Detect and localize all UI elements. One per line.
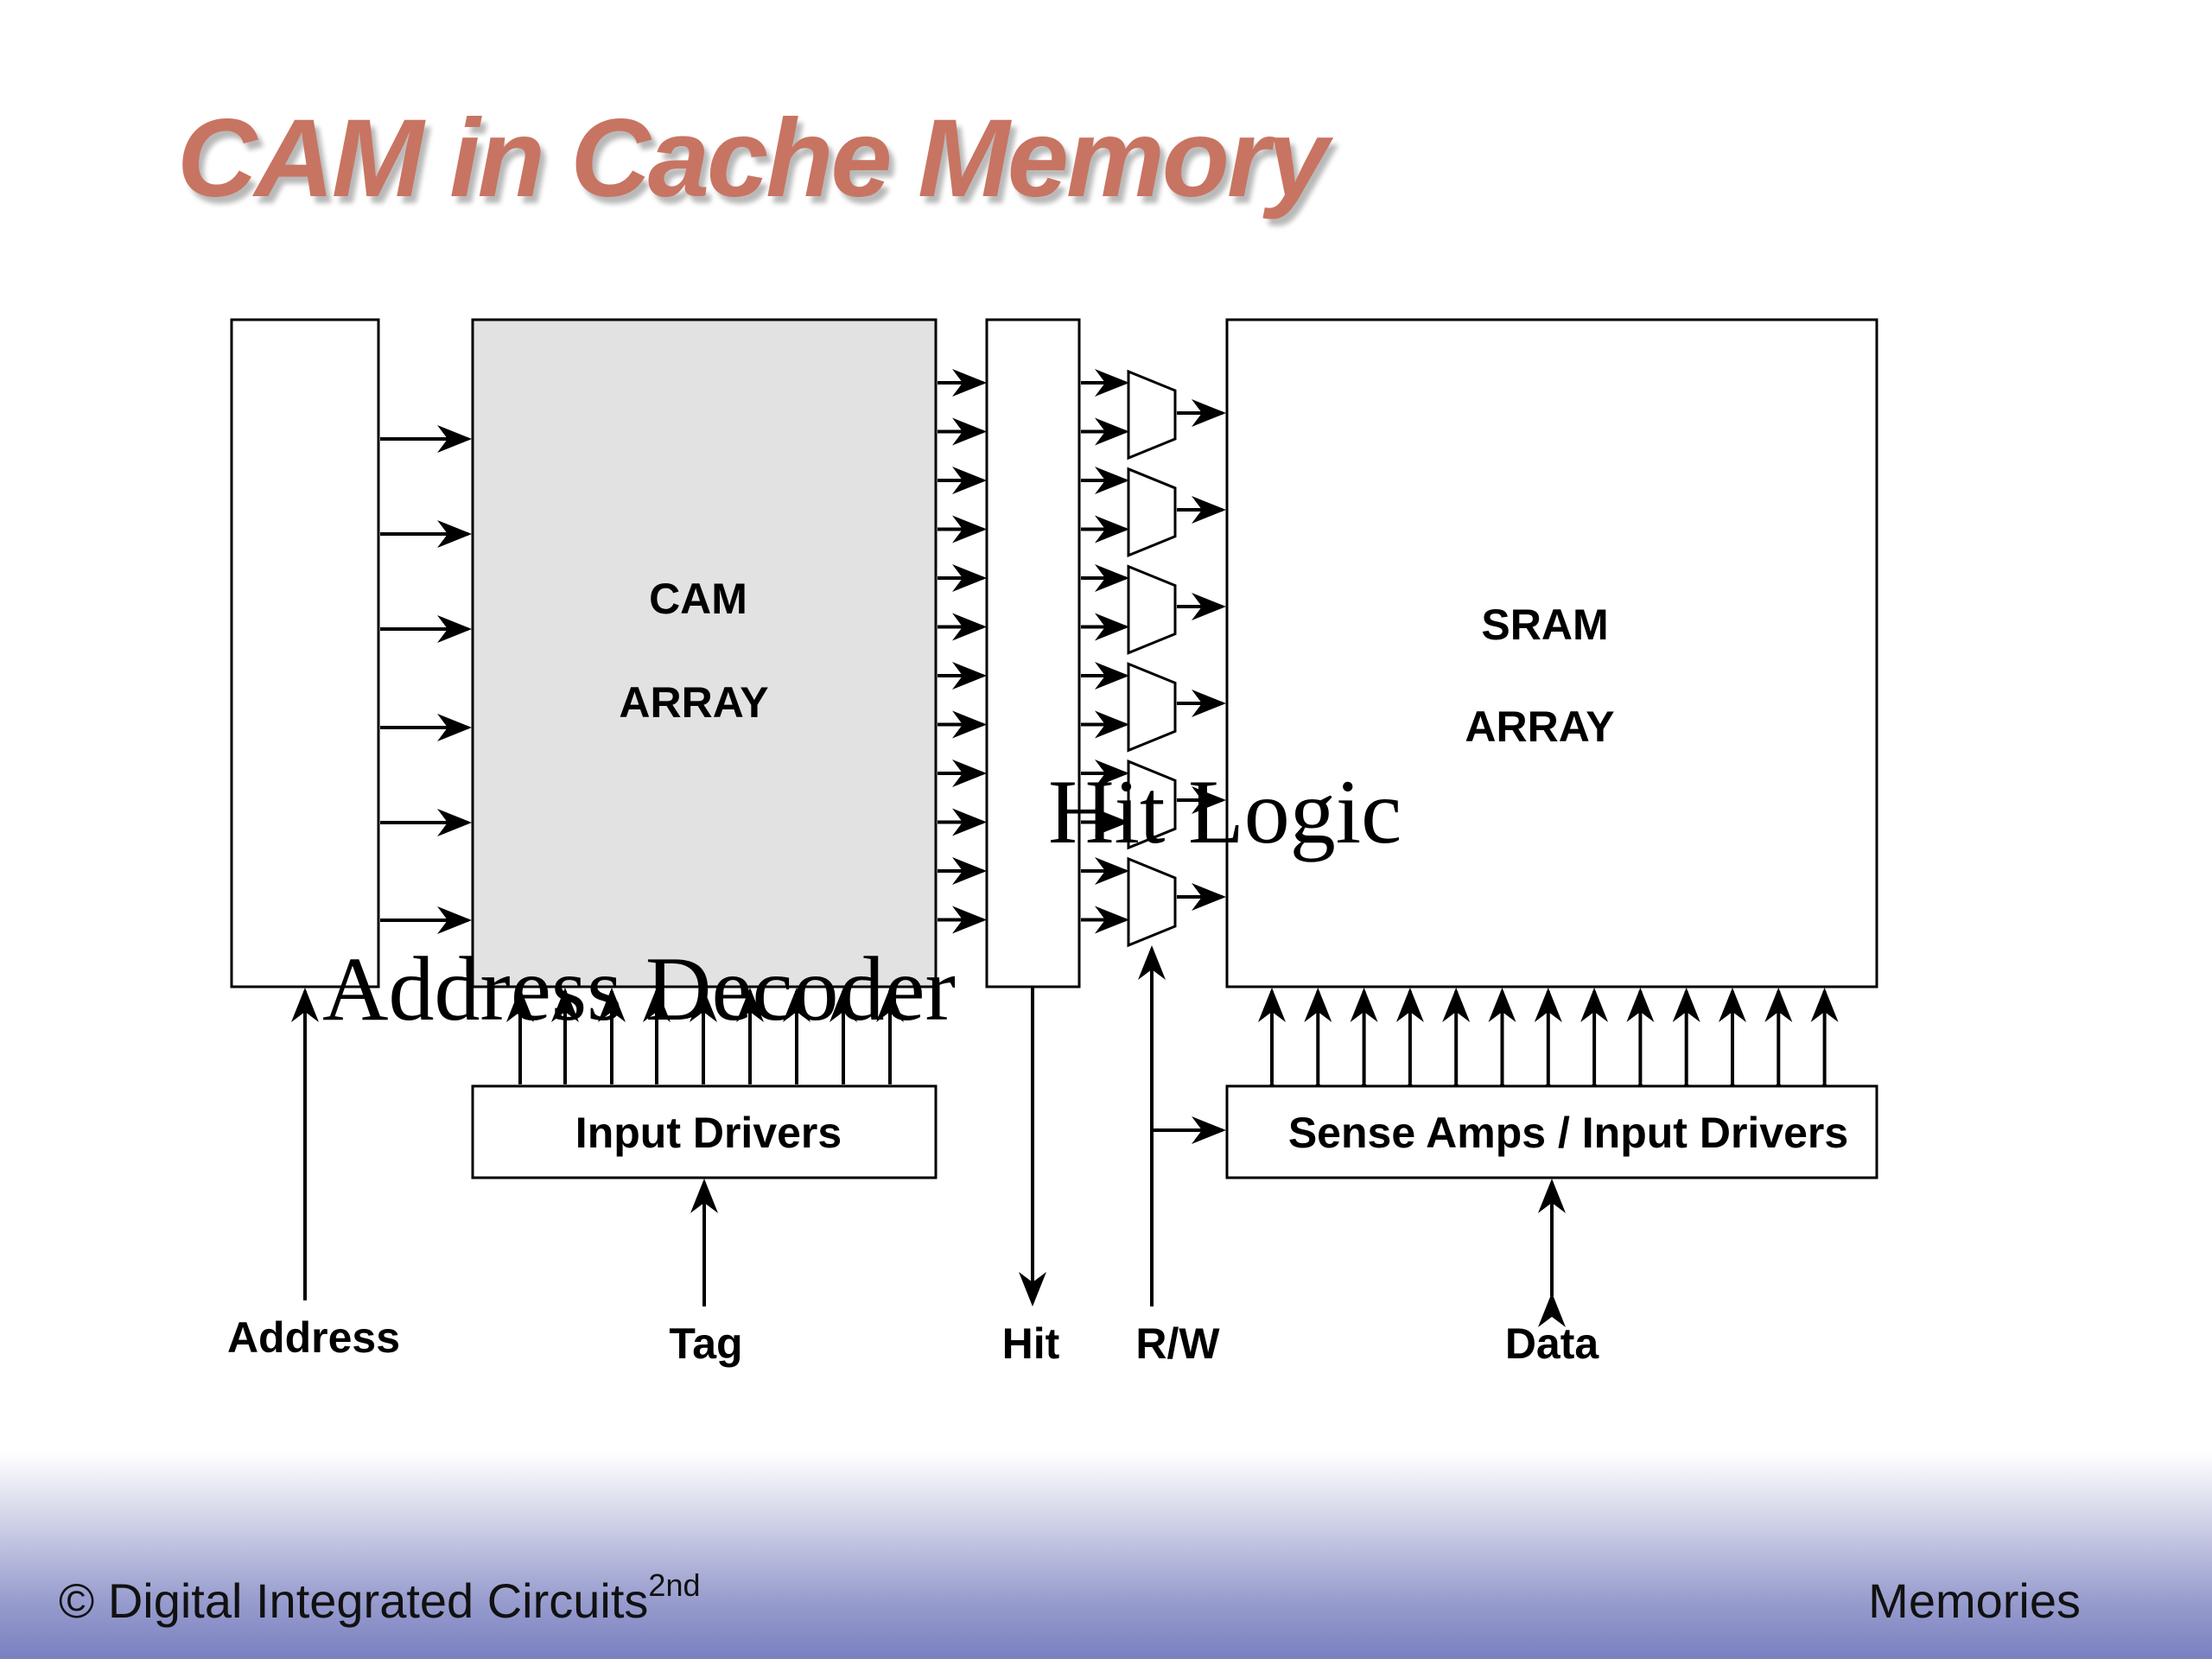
hit-mux-gate (1127, 564, 1177, 655)
address-decoder-label: Address Decoder (322, 938, 956, 1039)
hit-logic-block (985, 318, 1081, 988)
sense-amps-block (1225, 1084, 1878, 1179)
input-drivers-label: Input Drivers (575, 1109, 842, 1157)
footer-band: © Digital Integrated Circuits2nd Memorie… (0, 1452, 2212, 1659)
hit-signal-label: Hit (1002, 1319, 1060, 1368)
address-decoder-block (230, 318, 380, 988)
sram-array-label-2: ARRAY (1465, 702, 1614, 751)
footer-section-name: Memories (1868, 1573, 2081, 1628)
input-drivers-block (471, 1084, 938, 1179)
cam-array-label-2: ARRAY (619, 678, 768, 727)
data-signal-label: Data (1505, 1319, 1600, 1368)
hit-mux-gate (1127, 467, 1177, 558)
footer-copyright: © Digital Integrated Circuits2nd (59, 1567, 701, 1628)
address-signal-label: Address (227, 1313, 400, 1362)
footer-edition-superscript: 2nd (648, 1567, 701, 1603)
hit-mux-gate (1127, 369, 1177, 461)
sram-array-block (1225, 318, 1878, 988)
hit-mux-gate (1127, 856, 1177, 948)
slide-title: CAM in Cache Memory (177, 97, 1329, 220)
cam-array-label-1: CAM (649, 575, 747, 623)
cam-array-block (471, 318, 938, 988)
hit-logic-label: Hit Logic (1048, 761, 1402, 862)
sense-amps-label: Sense Amps / Input Drivers (1288, 1109, 1848, 1157)
hit-mux-gate (1127, 662, 1177, 753)
sram-array-label-1: SRAM (1481, 601, 1608, 649)
rw-signal-label: R/W (1135, 1319, 1220, 1368)
tag-signal-label: Tag (669, 1319, 742, 1368)
cam-cache-diagram: CAM ARRAY SRAM ARRAY Input Drivers Sense… (227, 318, 1878, 1368)
hit-mux-gate (1127, 759, 1177, 850)
